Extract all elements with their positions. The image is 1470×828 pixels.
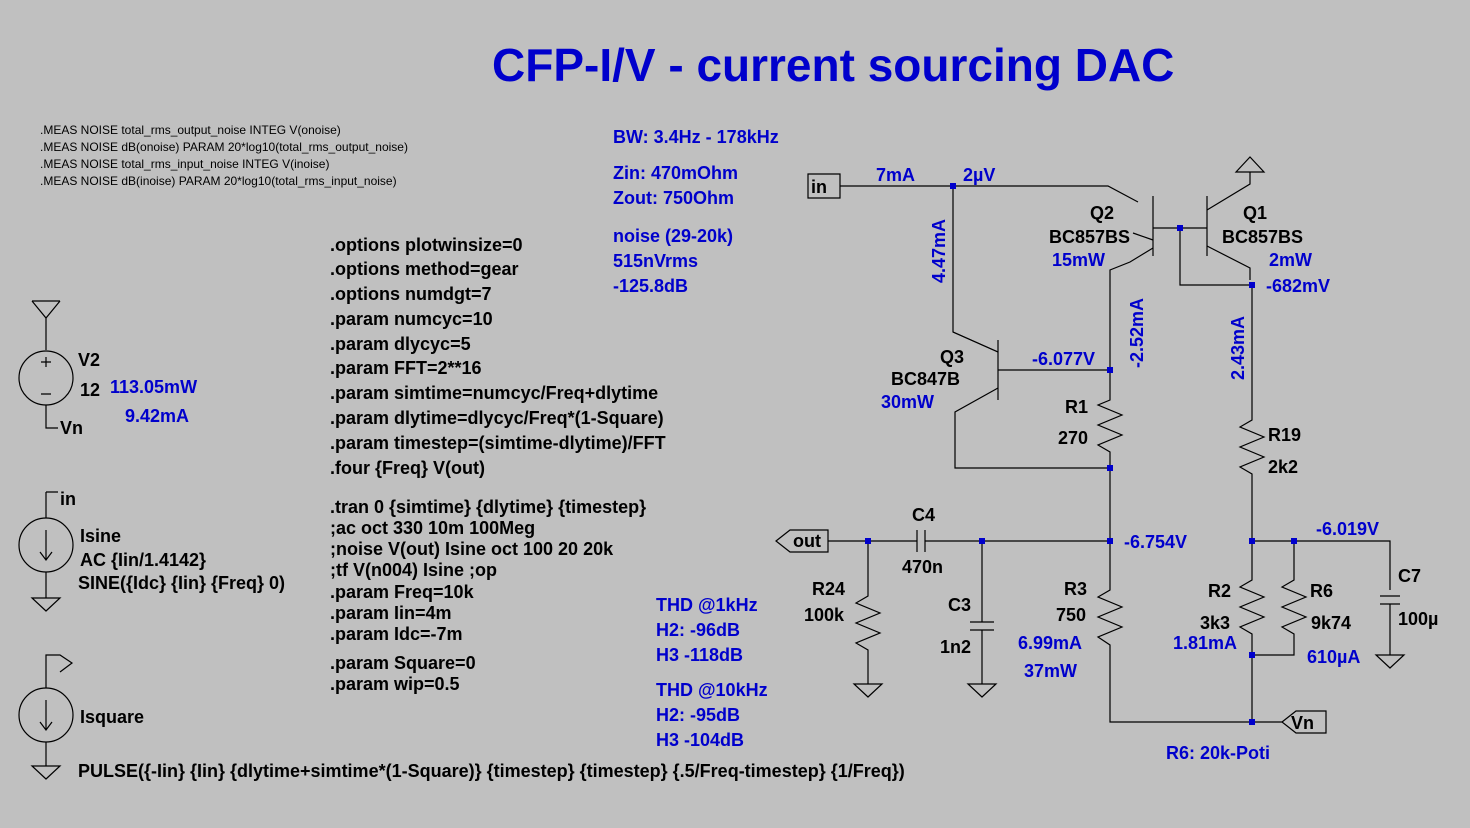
r6-current: 610µA (1307, 647, 1361, 667)
r3-name: R3 (1064, 579, 1088, 599)
out-node-voltage: -6.754V (1124, 532, 1188, 552)
meas-line: .MEAS NOISE dB(onoise) PARAM 20*log10(to… (40, 140, 408, 154)
v2-current: 9.42mA (125, 406, 190, 426)
sim-line: .param Square=0 (330, 653, 476, 673)
c4-value: 470n (902, 557, 944, 577)
thd-1k: THD @1kHz (656, 595, 758, 615)
spec-zout: Zout: 750Ohm (613, 188, 735, 208)
c7-value: 100µ (1398, 609, 1439, 629)
c3-value: 1n2 (940, 637, 972, 657)
q2-collector-current: -2.52mA (1127, 297, 1147, 368)
sim-line: .param Idc=-7m (330, 624, 463, 644)
v2-value: 12 (80, 380, 101, 400)
param-line: .param FFT=2**16 (330, 358, 482, 378)
param-line: .param timestep=(simtime-dlytime)/FFT (330, 433, 666, 453)
thd-10k: H2: -95dB (656, 705, 741, 725)
param-line: .param simtime=numcyc/Freq+dlytime (330, 383, 659, 403)
isine-net: in (60, 489, 76, 509)
r1-value: 270 (1058, 428, 1089, 448)
r2-node-voltage: -6.019V (1316, 519, 1380, 539)
param-line: .options numdgt=7 (330, 284, 492, 304)
meas-line: .MEAS NOISE total_rms_input_noise INTEG … (40, 157, 330, 171)
sim-line: .tran 0 {simtime} {dlytime} {timestep} (330, 497, 647, 517)
spec-noise: noise (29-20k) (613, 226, 734, 246)
sim-line: .param wip=0.5 (330, 674, 460, 694)
isquare-pulse: PULSE({-Iin} {Iin} {dlytime+simtime*(1-S… (78, 761, 905, 781)
r1-name: R1 (1065, 397, 1089, 417)
thd-1k: H3 -118dB (656, 645, 744, 665)
spec-zin: Zin: 470mOhm (613, 163, 739, 183)
param-line: .options method=gear (330, 259, 519, 279)
r24-name: R24 (812, 579, 846, 599)
port-in: in (811, 177, 827, 197)
q1-name: Q1 (1243, 203, 1268, 223)
isine-ac: AC {Iin/1.4142} (80, 550, 207, 570)
spec-noise: 515nVrms (613, 251, 699, 271)
spec-bw: BW: 3.4Hz - 178kHz (613, 127, 779, 147)
r2-name: R2 (1208, 581, 1232, 601)
sim-line: .param Freq=10k (330, 582, 474, 602)
isine-sine: SINE({Idc} {Iin} {Freq} 0) (78, 573, 286, 593)
sim-line: ;noise V(out) Isine oct 100 20 20k (330, 539, 614, 559)
param-line: .param dlycyc=5 (330, 334, 471, 354)
q3-power: 30mW (881, 392, 935, 412)
v2-name: V2 (78, 350, 101, 370)
isquare-name: Isquare (80, 707, 145, 727)
r3-value: 750 (1056, 605, 1087, 625)
v2-power: 113.05mW (110, 377, 198, 397)
thd-10k: H3 -104dB (656, 730, 745, 750)
page-title: CFP-I/V - current sourcing DAC (492, 39, 1175, 91)
r2-value: 3k3 (1200, 613, 1231, 633)
q2-name: Q2 (1090, 203, 1115, 223)
r3-current: 6.99mA (1018, 633, 1083, 653)
isine-name: Isine (80, 526, 122, 546)
r3-power: 37mW (1024, 661, 1078, 681)
meas-line: .MEAS NOISE dB(inoise) PARAM 20*log10(to… (40, 174, 397, 188)
c7-name: C7 (1398, 566, 1422, 586)
c4-name: C4 (912, 505, 936, 525)
c3-name: C3 (948, 595, 972, 615)
param-line: .four {Freq} V(out) (330, 458, 485, 478)
q3-collector-current: 4.47mA (929, 218, 949, 283)
sim-line: .param Iin=4m (330, 603, 452, 623)
port-vn: Vn (1291, 713, 1315, 733)
q1-model: BC857BS (1222, 227, 1304, 247)
sim-line: ;tf V(n004) Isine ;op (330, 560, 498, 580)
r2-current: 1.81mA (1173, 633, 1238, 653)
r6-name: R6 (1310, 581, 1334, 601)
q2-power: 15mW (1052, 250, 1106, 270)
param-line: .param dlytime=dlycyc/Freq*(1-Square) (330, 408, 664, 428)
sim-line: ;ac oct 330 10m 100Meg (330, 518, 536, 538)
q1-voltage: -682mV (1266, 276, 1331, 296)
r6-value: 9k74 (1311, 613, 1352, 633)
q1-power: 2mW (1269, 250, 1313, 270)
spec-noise: -125.8dB (613, 276, 689, 296)
param-line: .param numcyc=10 (330, 309, 493, 329)
q2-model: BC857BS (1049, 227, 1131, 247)
q3-name: Q3 (940, 347, 965, 367)
thd-1k: H2: -96dB (656, 620, 741, 640)
port-out: out (793, 531, 821, 551)
param-line: .options plotwinsize=0 (330, 235, 523, 255)
r19-value: 2k2 (1268, 457, 1299, 477)
r24-value: 100k (804, 605, 845, 625)
q3-model: BC847B (891, 369, 961, 389)
v2-net: Vn (60, 418, 84, 438)
in-current-label: 7mA (876, 165, 916, 185)
thd-10k: THD @10kHz (656, 680, 768, 700)
r6-note: R6: 20k-Poti (1166, 743, 1271, 763)
in-voltage-label: 2µV (963, 165, 996, 185)
q3-base-voltage: -6.077V (1032, 349, 1096, 369)
r19-current: 2.43mA (1228, 315, 1248, 380)
r19-name: R19 (1268, 425, 1302, 445)
meas-line: .MEAS NOISE total_rms_output_noise INTEG… (40, 123, 341, 137)
